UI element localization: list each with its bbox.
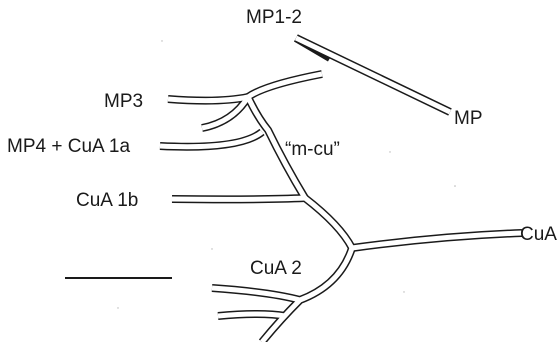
vein-outlines — [159, 34, 523, 342]
label-mcu: “m-cu” — [285, 139, 340, 160]
label-mp12: MP1-2 — [246, 7, 302, 28]
vein-inners — [159, 35, 523, 342]
background-specks — [117, 40, 456, 309]
label-mp4-cua1a: MP4 + CuA 1a — [7, 136, 130, 157]
label-cua1b: CuA 1b — [76, 190, 138, 211]
label-mp3: MP3 — [104, 91, 143, 112]
label-cua2: CuA 2 — [250, 258, 302, 279]
label-mp: MP — [454, 108, 483, 129]
label-cua: CuA — [520, 224, 557, 245]
